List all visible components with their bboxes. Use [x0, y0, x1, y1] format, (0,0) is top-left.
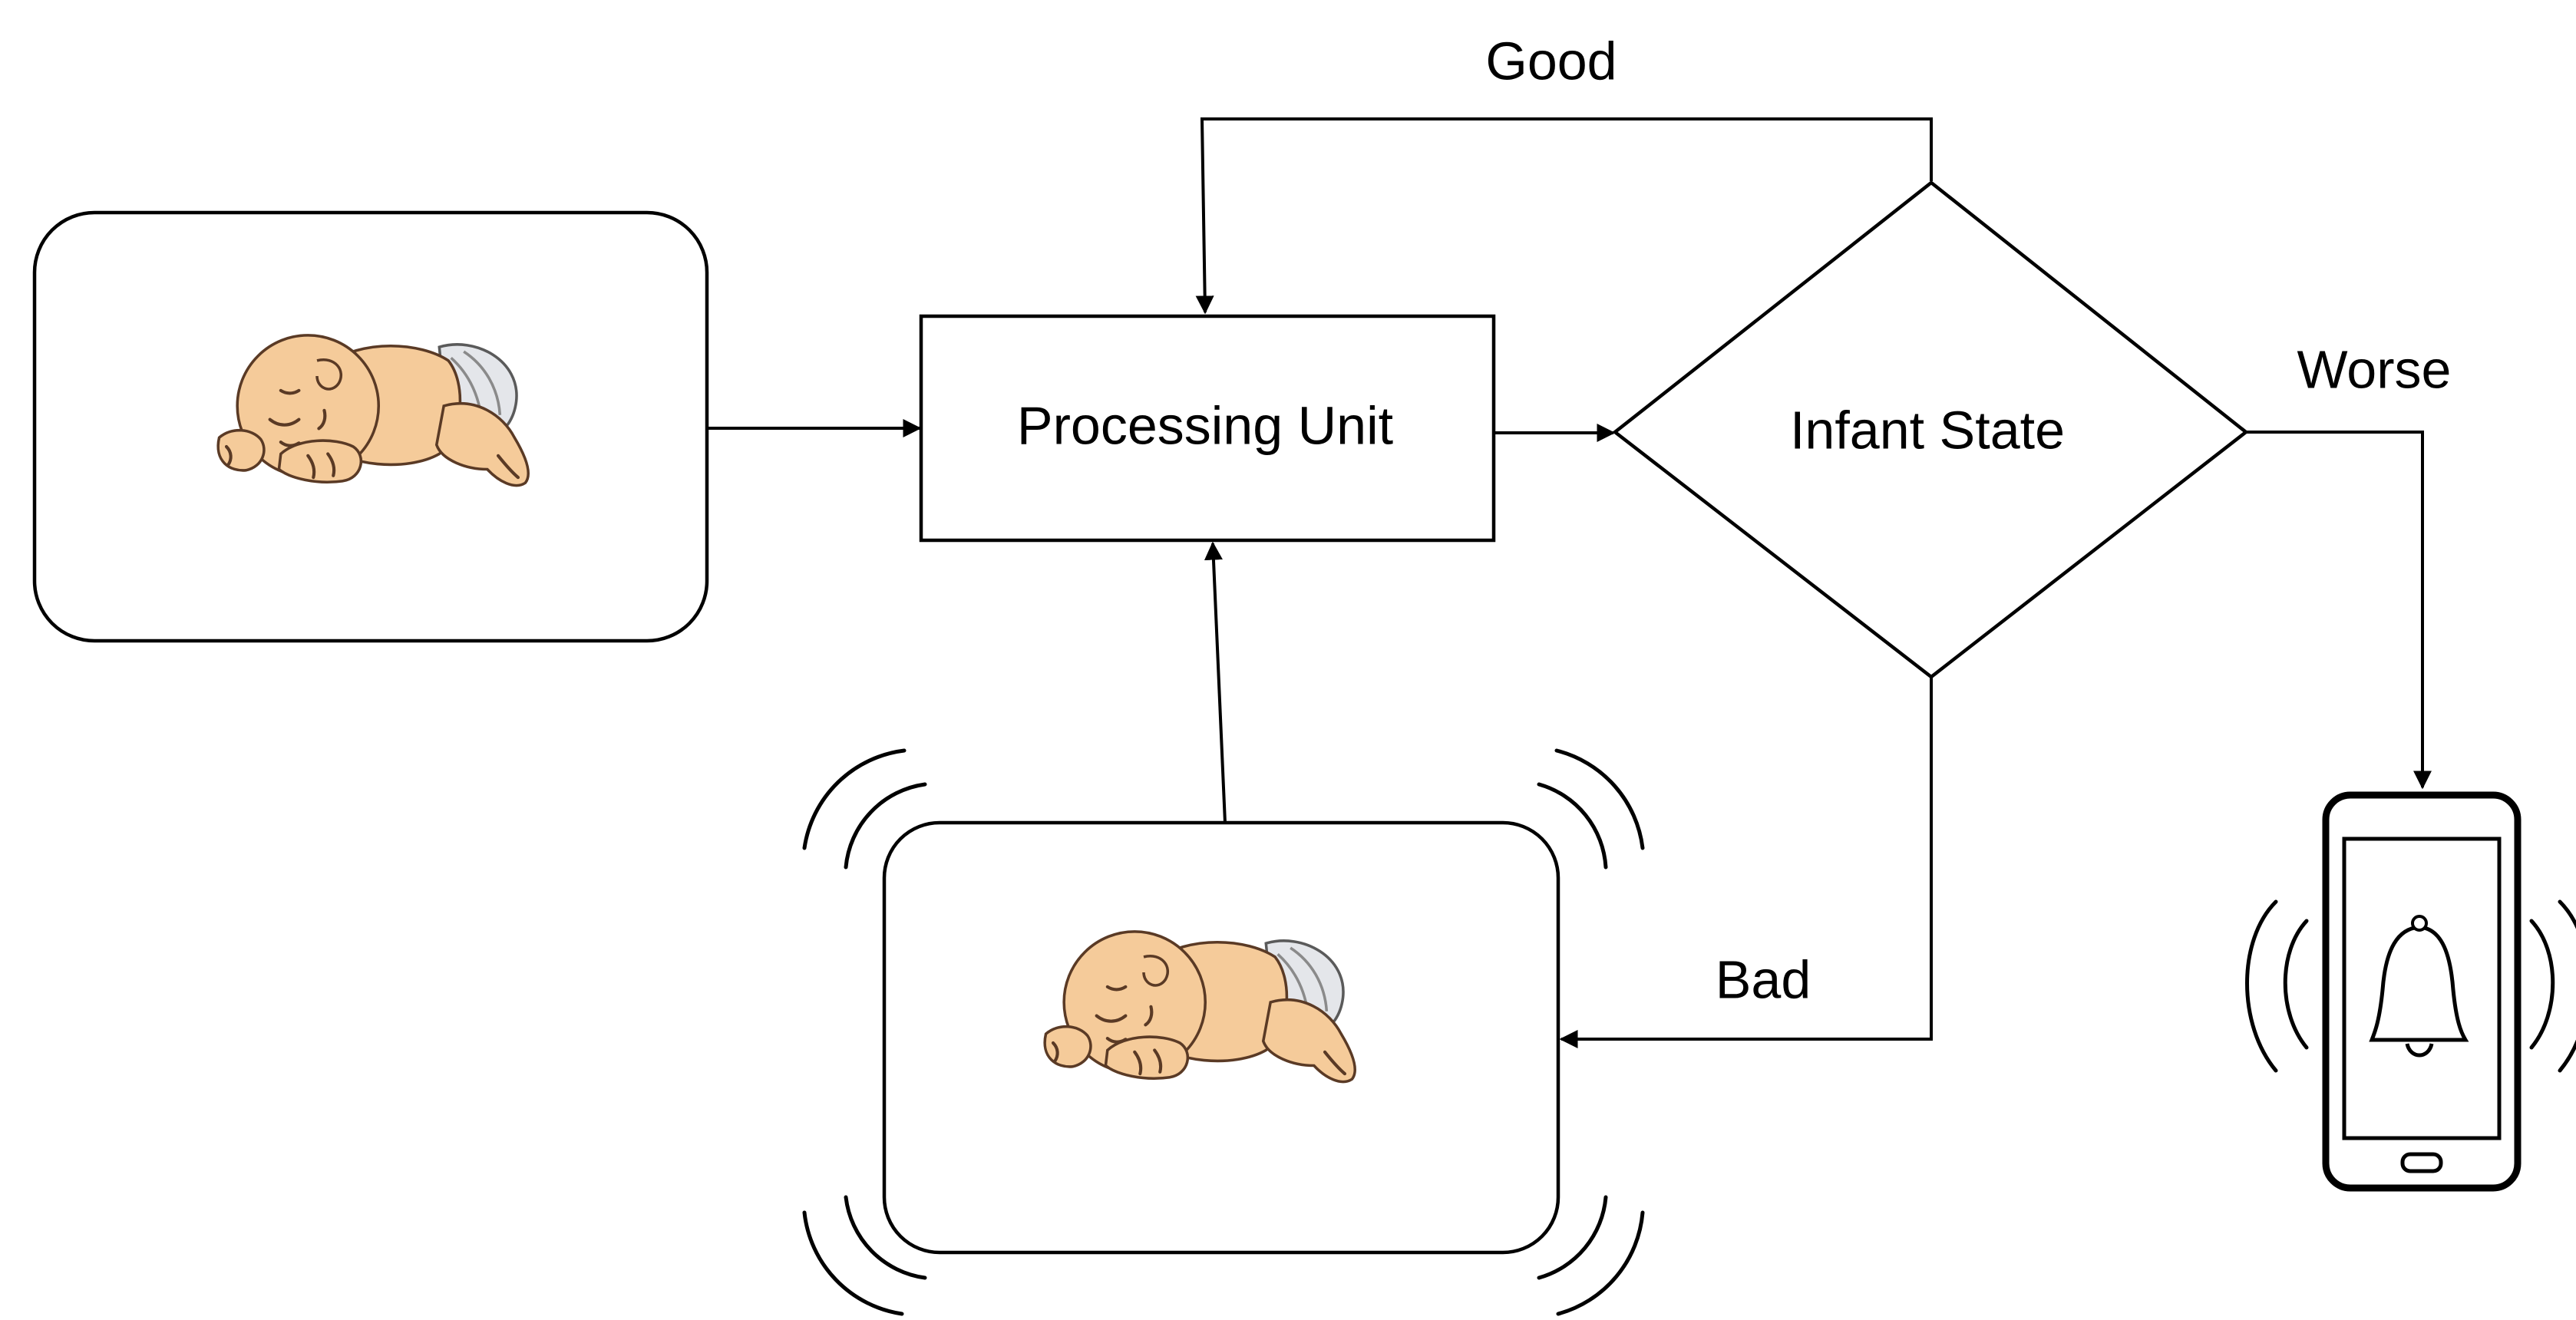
- edge-good-loop: [1195, 117, 1933, 315]
- edge-label-worse: Worse: [2297, 339, 2452, 399]
- processing-unit-label: Processing Unit: [1017, 395, 1393, 455]
- sleeping-baby-icon: [218, 335, 528, 486]
- vibration-waves: [802, 748, 1645, 1316]
- infant-state-label: Infant State: [1790, 400, 2065, 460]
- edge-actuator-to-processing: [1204, 541, 1227, 823]
- edge-label-good: Good: [1485, 31, 1617, 91]
- sleeping-baby-icon: [1045, 932, 1355, 1082]
- edge-label-bad: Bad: [1716, 949, 1811, 1009]
- infant-state-decision: [1612, 180, 2249, 679]
- edge-worse-to-alert: [2246, 431, 2432, 790]
- edge-bad-to-actuator: [1559, 677, 1933, 1048]
- smartphone-bell-icon: [2245, 791, 2576, 1192]
- processing-unit-box: [919, 314, 1496, 543]
